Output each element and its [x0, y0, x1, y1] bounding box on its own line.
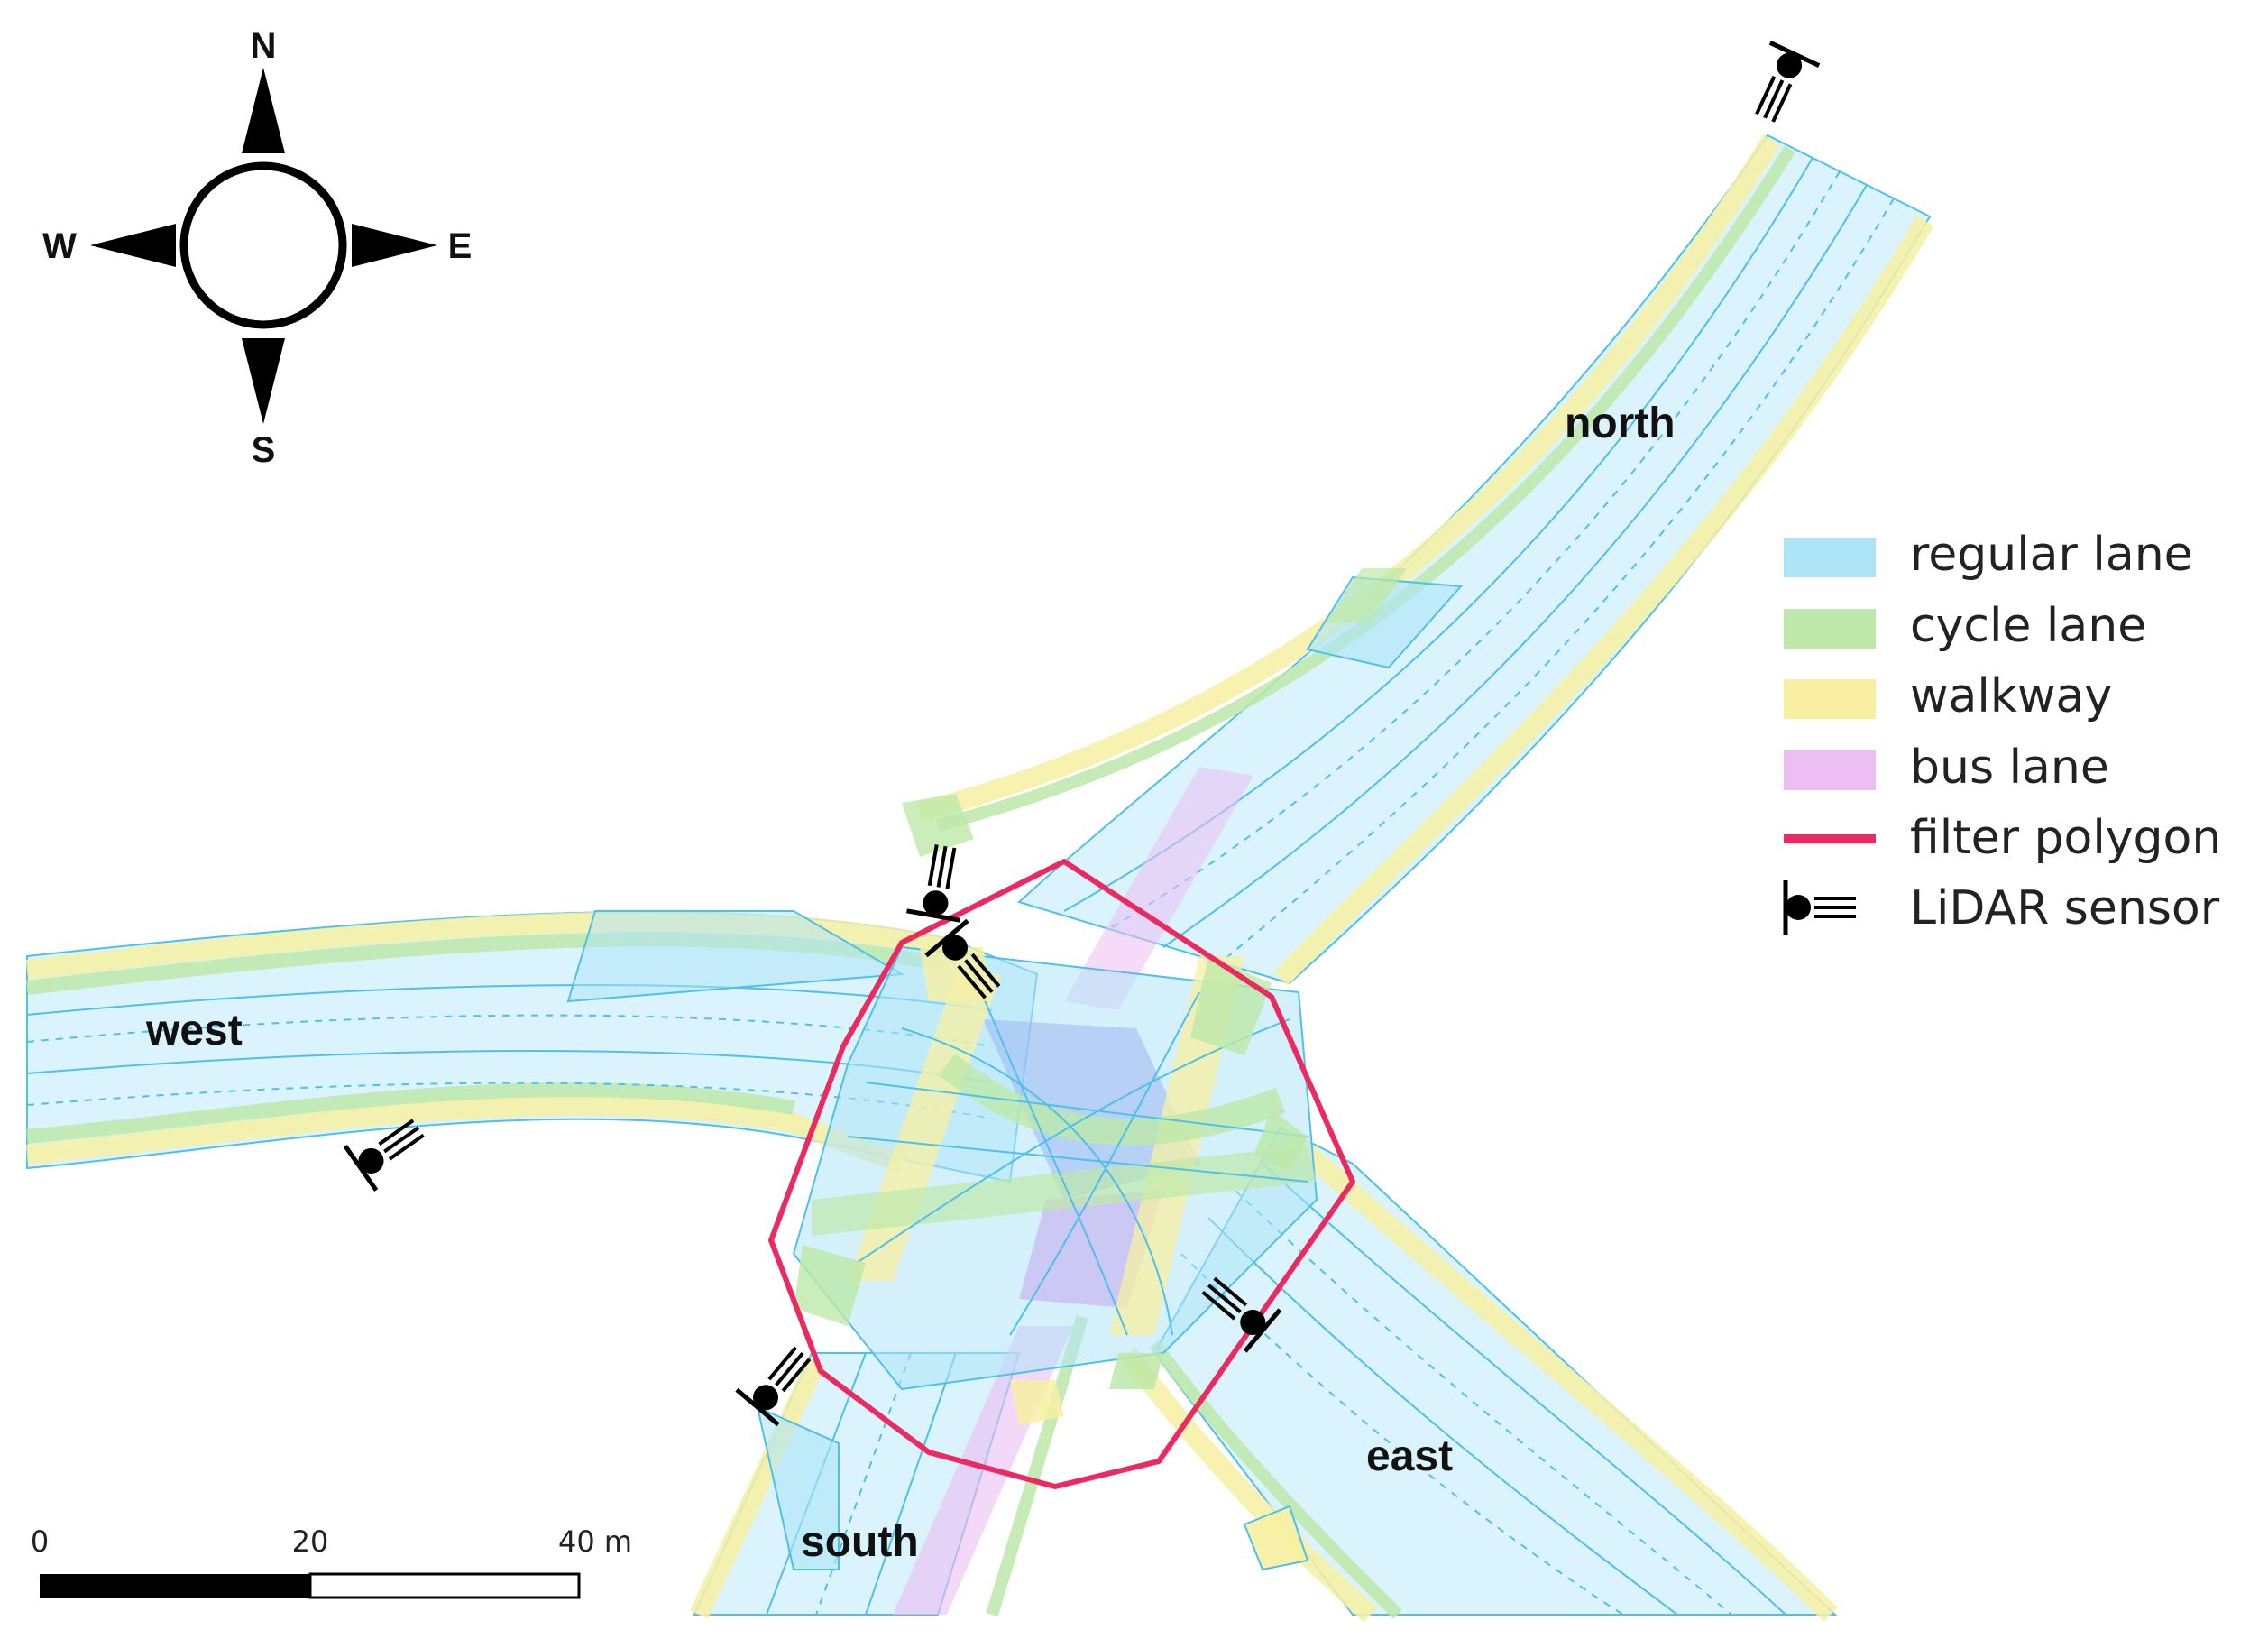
scale-bar-black-segment	[40, 1574, 310, 1598]
compass-east-arrow-icon	[352, 224, 437, 267]
region-label-south: south	[801, 1518, 919, 1566]
region-label-west: west	[145, 1007, 243, 1054]
compass-letter-n: N	[251, 26, 277, 66]
south-wedge	[756, 1405, 840, 1570]
legend-swatch-walkway	[1784, 679, 1876, 719]
region-labels: north west south east	[145, 400, 1676, 1566]
lidar-sensor-north	[1740, 42, 1819, 129]
filter-polygon	[768, 859, 1355, 1489]
east-walkway-outer	[1282, 1128, 1838, 1622]
compass-south-arrow-icon	[242, 338, 285, 424]
west-arm	[25, 910, 1039, 1183]
compass-north-arrow-icon	[242, 68, 285, 153]
scale-tick-0: 0	[31, 1524, 49, 1559]
east-arm	[1119, 1126, 1838, 1623]
legend-label-lidar-sensor: LiDAR sensor	[1910, 881, 2220, 935]
legend-swatch-regular-lane	[1784, 538, 1876, 577]
south-walkway-west	[690, 1358, 825, 1619]
east-cycle-inner	[1149, 1340, 1402, 1619]
east-island	[1243, 1505, 1309, 1571]
north-bus-lane	[1064, 767, 1253, 1010]
region-label-east: east	[1366, 1432, 1453, 1480]
north-walkway-east	[1273, 216, 1934, 986]
region-label-north: north	[1565, 400, 1676, 447]
scale-bar-white-segment	[308, 1572, 581, 1599]
legend: regular lane cycle lane walkway bus lane…	[1784, 528, 2221, 935]
legend-lidar-sensor-icon	[1786, 880, 1856, 935]
legend-label-bus-lane: bus lane	[1910, 741, 2109, 795]
west-cycle-south	[26, 1082, 795, 1144]
scale-tick-40m: 40 m	[558, 1524, 632, 1559]
lidar-sensor-center-north-1	[906, 842, 972, 920]
compass-circle-icon	[179, 161, 347, 329]
legend-label-regular-lane: regular lane	[1910, 528, 2193, 582]
west-walkway-north	[25, 911, 950, 980]
compass-west-arrow-icon	[90, 224, 176, 267]
compass-rose: N S W E	[42, 26, 472, 470]
compass-letter-s: S	[252, 430, 276, 470]
legend-label-filter-polygon: filter polygon	[1910, 811, 2221, 865]
legend-label-walkway: walkway	[1910, 669, 2112, 723]
west-walkway-south	[25, 1095, 905, 1174]
east-walkway-inner	[1119, 1347, 1378, 1623]
legend-swatch-cycle-lane	[1784, 609, 1876, 649]
north-cycle-crossing	[1326, 568, 1407, 622]
north-arm	[917, 134, 1934, 1010]
legend-swatch-bus-lane	[1784, 750, 1876, 790]
central-intersection	[792, 794, 1318, 1425]
scale-bar: 0 20 40 m	[31, 1524, 632, 1599]
scale-tick-20: 20	[292, 1524, 329, 1559]
compass-letter-e: E	[448, 226, 473, 266]
legend-label-cycle-lane: cycle lane	[1910, 599, 2146, 653]
compass-letter-w: W	[42, 226, 77, 266]
road-network	[25, 134, 1934, 1623]
